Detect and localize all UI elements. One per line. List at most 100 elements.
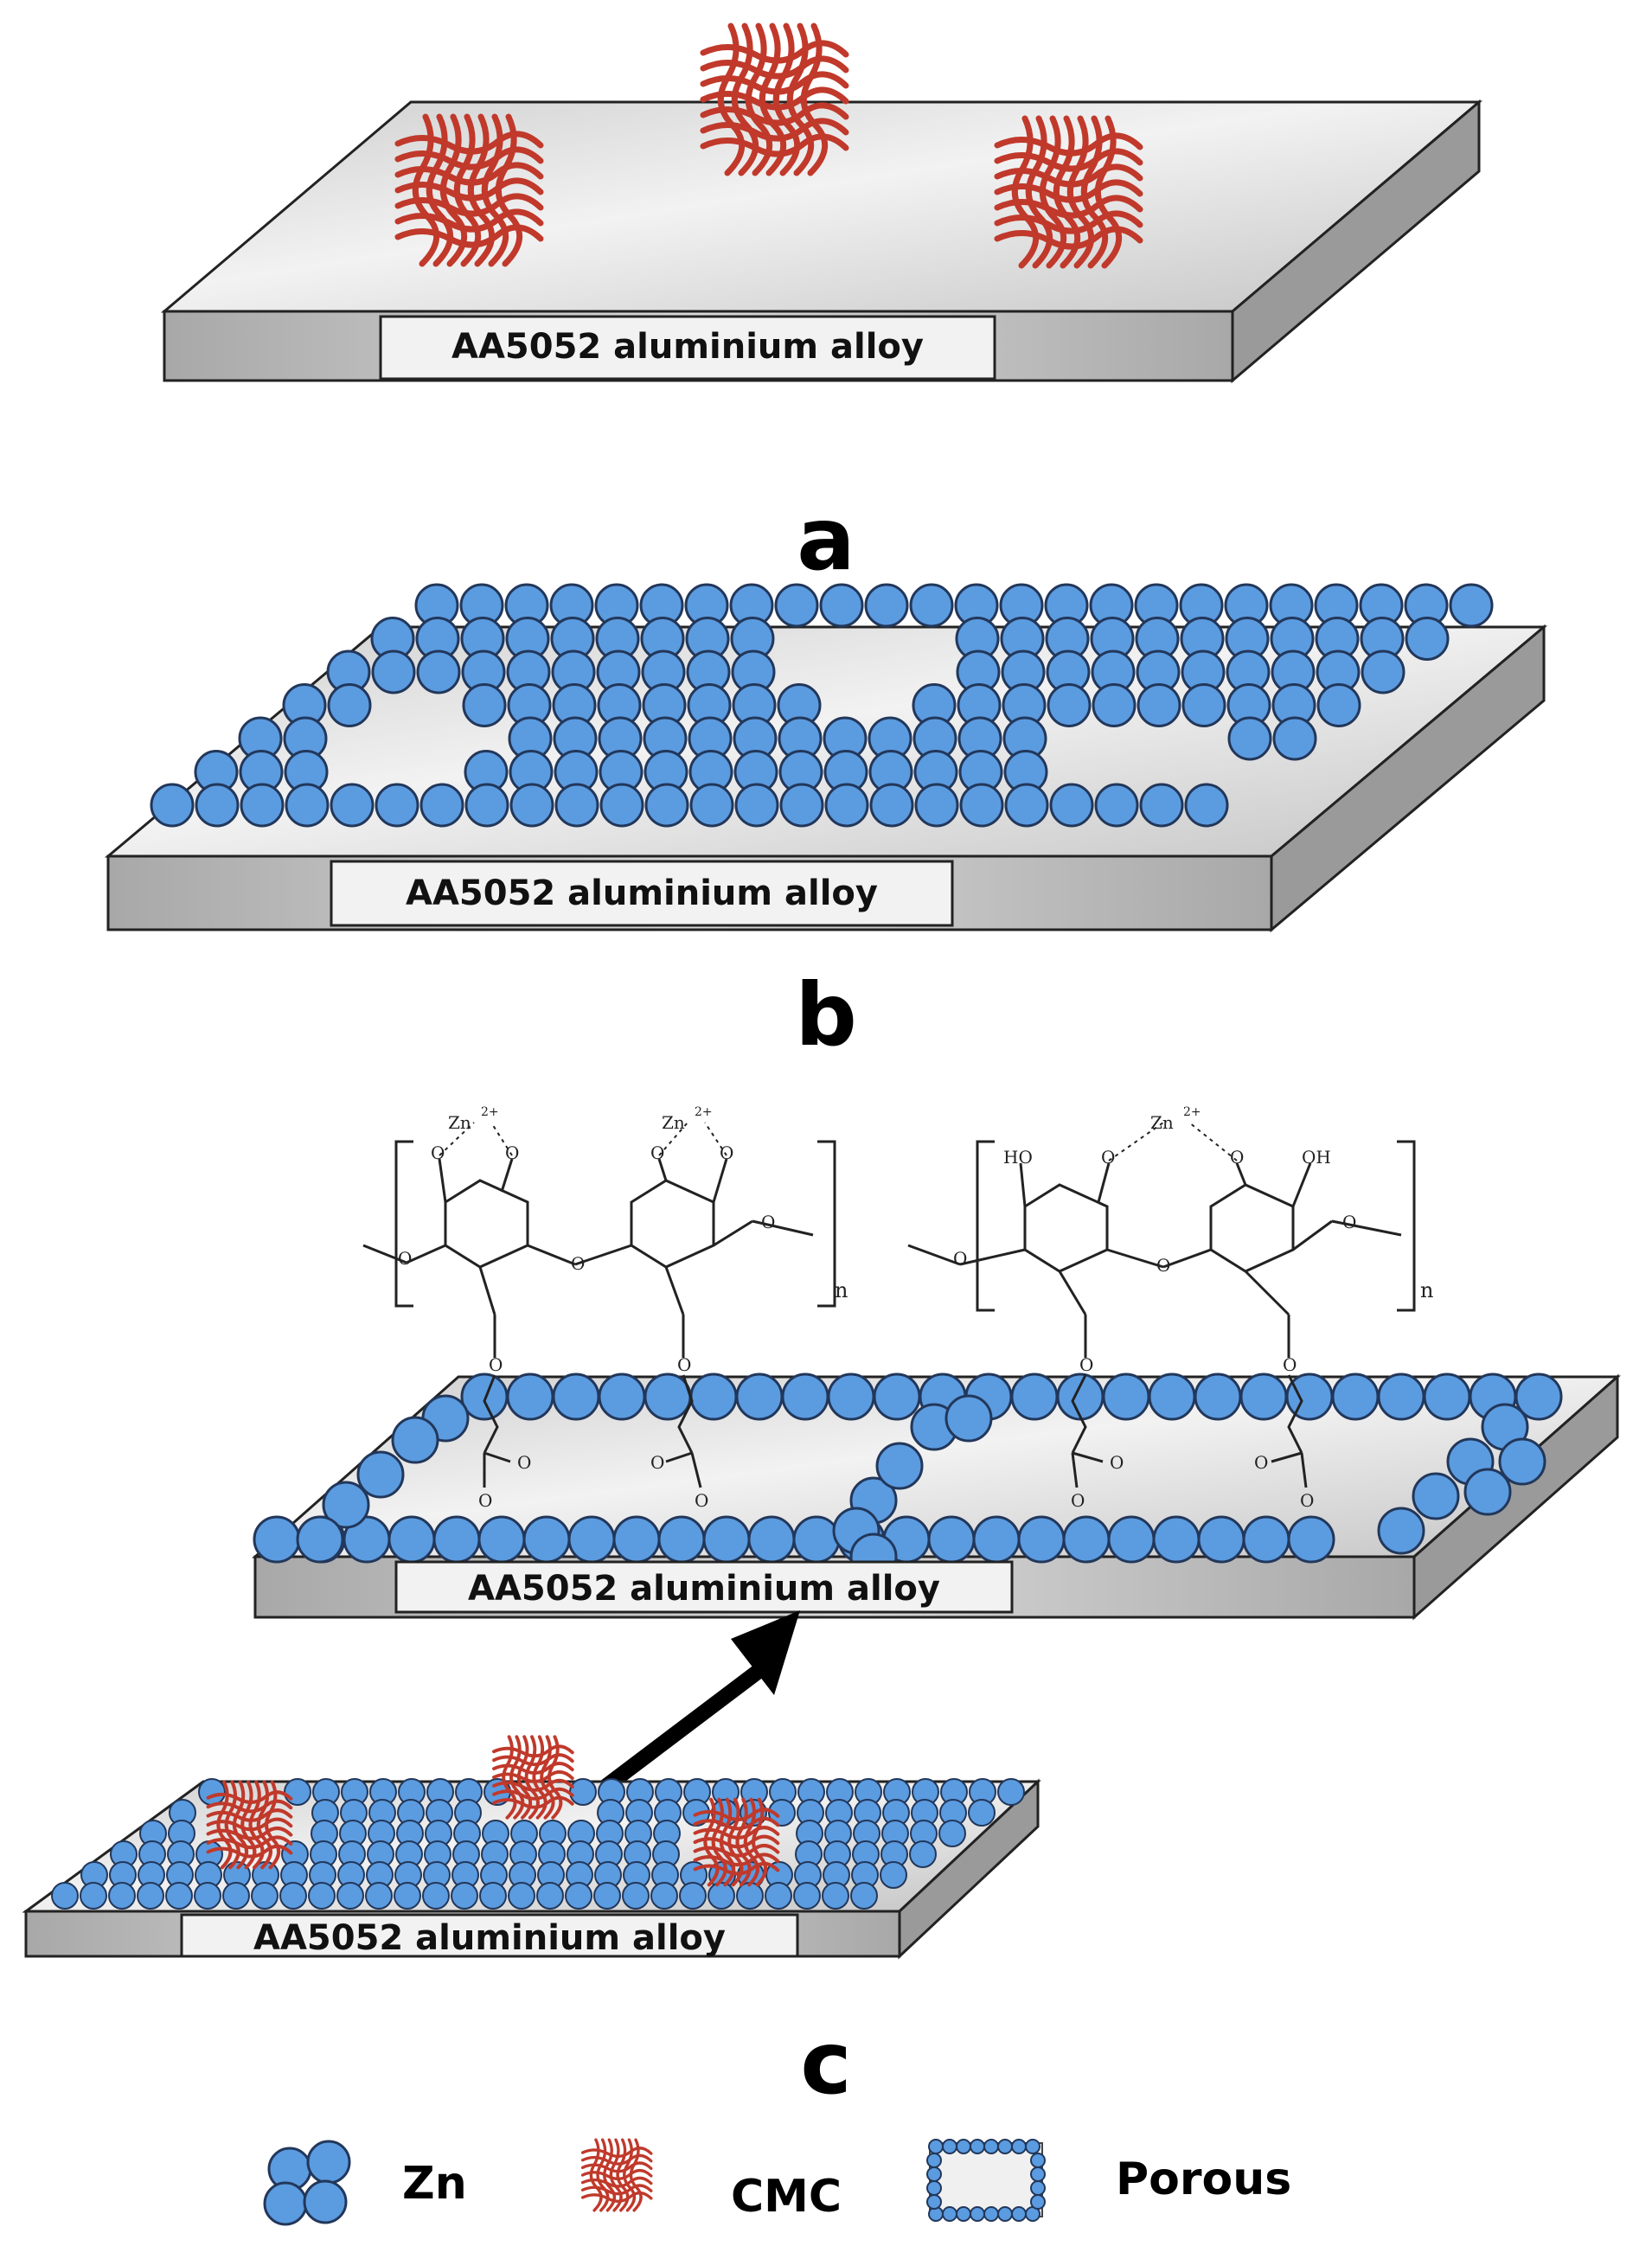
zn-particle-layer xyxy=(150,583,1494,828)
atom-o: O xyxy=(650,1452,664,1473)
repeat-count-n: n xyxy=(1420,1278,1433,1302)
cmc-strand xyxy=(492,1744,574,1758)
zn-particle-layer xyxy=(253,1373,1563,1581)
zn-particle xyxy=(194,1882,221,1910)
zn-particle xyxy=(679,1882,707,1910)
repeat-count-n: n xyxy=(835,1278,848,1302)
zn-particle xyxy=(593,1882,621,1910)
zn-particle xyxy=(822,1882,849,1910)
cmc-strand xyxy=(994,179,1143,203)
cmc-strand xyxy=(394,193,544,217)
bond xyxy=(752,1219,814,1237)
cmc-strand xyxy=(492,1795,574,1809)
coordination-bond xyxy=(1108,1122,1238,1161)
cmc-strand xyxy=(206,1827,293,1840)
cmc-strand xyxy=(492,1753,574,1767)
cmc-network xyxy=(693,1797,780,1887)
atom-oh: OH xyxy=(1302,1147,1331,1168)
zn-particle xyxy=(768,1799,796,1827)
cmc-strand xyxy=(216,1780,233,1870)
plate-2: AA5052 aluminium alloy xyxy=(104,583,1548,933)
atom-o: O xyxy=(1300,1490,1314,1511)
cmc-strand xyxy=(1094,115,1123,269)
zn-particle xyxy=(1030,2194,1046,2210)
zn-particle xyxy=(1030,2153,1046,2168)
bond xyxy=(500,1158,514,1193)
atom-o: O xyxy=(1079,1354,1093,1375)
plate-1-label-box xyxy=(379,315,996,381)
zn-particle xyxy=(569,1778,597,1806)
bond xyxy=(438,1158,447,1203)
zn-particle xyxy=(1272,716,1317,761)
bond xyxy=(1244,1270,1290,1316)
zn-particle xyxy=(327,683,372,727)
zn-particle xyxy=(1405,617,1450,661)
zn-particle xyxy=(464,783,509,828)
zn-particle xyxy=(1285,1373,1334,1421)
zn-particle xyxy=(1148,1373,1196,1421)
cmc-strand xyxy=(693,1808,780,1821)
cmc-strand xyxy=(700,71,849,95)
cmc-strand xyxy=(492,1787,574,1801)
carboxylate-groups xyxy=(483,1374,1308,1488)
bond xyxy=(478,1266,496,1315)
cmc-network xyxy=(394,113,544,267)
cmc-network xyxy=(492,1735,574,1820)
atom-o: O xyxy=(1110,1452,1124,1473)
zn-particle xyxy=(997,2206,1013,2222)
zn-particle xyxy=(1137,683,1181,727)
zn-particle xyxy=(909,583,954,628)
zn-particle xyxy=(928,2139,944,2154)
cmc-strand xyxy=(1011,115,1040,269)
cmc-strand xyxy=(206,1808,293,1822)
zn-particle xyxy=(536,1882,564,1910)
zn-particle xyxy=(644,783,689,828)
zn-particle xyxy=(1049,783,1094,828)
atom-o: O xyxy=(505,1142,519,1163)
cmc-strand xyxy=(580,2147,653,2159)
zn-particle xyxy=(644,1373,692,1421)
panel-label-b: b xyxy=(795,964,857,1065)
cmc-strand xyxy=(994,195,1143,219)
chem-labels: Zn 2+ Zn 2+ Zn 2+ O O O O O O HO OH O O … xyxy=(398,1105,1433,1375)
zn-particle xyxy=(938,1820,966,1847)
repeat-unit-right xyxy=(907,1122,1416,1358)
zn-particle xyxy=(1030,2166,1046,2182)
cmc-strand xyxy=(693,1844,780,1858)
zn-particle xyxy=(983,2139,999,2154)
zn-ion-charge: 2+ xyxy=(481,1105,499,1119)
cmc-network xyxy=(206,1780,293,1870)
cmc-strand xyxy=(629,2138,643,2212)
zn-particle xyxy=(1423,1373,1471,1421)
zn-ion-charge: 2+ xyxy=(695,1105,713,1119)
bracket-right xyxy=(1397,1140,1416,1312)
zn-particle xyxy=(1011,2139,1027,2154)
atom-o: O xyxy=(1071,1490,1085,1511)
zn-particle xyxy=(956,2206,971,2222)
cmc-network xyxy=(994,115,1143,269)
legend-porous-label: Porous xyxy=(1116,2153,1291,2205)
plate-1: AA5052 aluminium alloy xyxy=(160,22,1483,384)
plate-3: O O O O O O O O AA5052 aluminium alloy xyxy=(252,1373,1621,1621)
atom-o: O xyxy=(677,1354,691,1375)
zn-particle xyxy=(284,1778,311,1806)
cmc-strand xyxy=(439,113,468,267)
zn-particle xyxy=(356,1450,405,1499)
zn-particle xyxy=(419,783,464,828)
bond xyxy=(664,1266,685,1315)
carboxylate-labels: O O O O O O O O xyxy=(478,1452,1314,1511)
zn-particle xyxy=(909,1840,937,1868)
cmc-strand xyxy=(589,2138,603,2212)
zn-ion-charge: 2+ xyxy=(1183,1105,1201,1119)
zn-particle xyxy=(792,1515,841,1564)
zn-particle xyxy=(612,1515,661,1564)
porous-cavity xyxy=(929,2142,1043,2217)
cmc-strand xyxy=(700,55,849,80)
zn-particle xyxy=(279,1882,307,1910)
plate-4-label-box xyxy=(180,1913,799,1958)
cmc-strand xyxy=(719,1797,735,1887)
zn-particle xyxy=(1377,1507,1425,1555)
zn-particle xyxy=(1242,1515,1290,1564)
zn-particle xyxy=(509,783,554,828)
plate-3-label-box xyxy=(394,1560,1014,1614)
